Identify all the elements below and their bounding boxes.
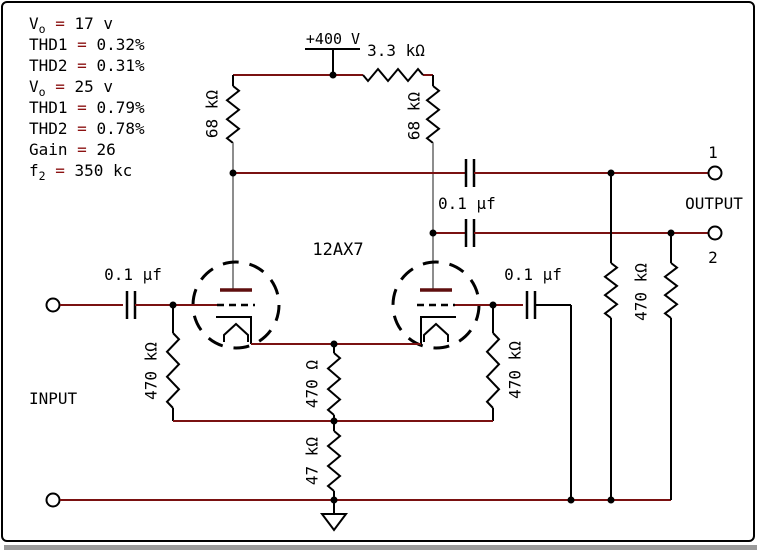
stat-line: THD2 = 0.78% (29, 119, 145, 138)
resistor-470-cathode: 470 Ω (303, 344, 342, 421)
junction-dot (429, 229, 437, 237)
heater-left (223, 322, 249, 342)
cap-grid2 (525, 291, 537, 319)
resistor-68k-left-label: 68 kΩ (203, 90, 222, 139)
output-label: OUTPUT (685, 194, 743, 213)
supply-node: +400 V (305, 30, 360, 74)
cap-output-2 (464, 219, 476, 247)
stat-line: THD1 = 0.32% (29, 35, 145, 54)
resistor-470k-load-label: 470 kΩ (632, 263, 651, 321)
output-2-branch: 2 (433, 219, 723, 267)
output-1-number: 1 (708, 143, 718, 162)
resistor-470k-grid-left: 470 kΩ (142, 305, 181, 421)
stat-line: f2 = 350 kc (29, 161, 133, 184)
terminal-output-1 (707, 165, 723, 181)
tube-envelope-left (191, 260, 281, 350)
cap-input (125, 291, 137, 319)
junction-dot (330, 340, 338, 348)
cap-output-label: 0.1 μf (438, 194, 496, 213)
terminal-output-2 (707, 225, 723, 241)
junction-dot (607, 169, 615, 177)
cathode-left (216, 316, 252, 344)
resistor-470-cathode-label: 470 Ω (303, 360, 322, 409)
resistor-68k-right: 68 kΩ (405, 75, 441, 144)
junction-dot (229, 169, 237, 177)
resistor-47k-tail-label: 47 kΩ (303, 437, 322, 486)
resistor-470k-grid-left-label: 470 kΩ (142, 342, 161, 400)
junction-dot (489, 301, 497, 309)
cap-input-label: 0.1 μf (104, 265, 162, 284)
stat-line: Vo = 17 v (29, 14, 114, 37)
resistor-3.3k-label: 3.3 kΩ (367, 41, 425, 60)
input-branch: 0.1 μf (45, 265, 217, 319)
terminal-input-return (45, 492, 61, 508)
ground-symbol (320, 500, 348, 532)
junction-dot (169, 301, 177, 309)
resistor-470k-grid-right-label: 470 kΩ (506, 341, 525, 399)
stat-line: Vo = 25 v (29, 77, 114, 100)
resistor-470k-load-2 (663, 233, 679, 500)
terminal-input (45, 297, 61, 313)
cap-grid2-label: 0.1 μf (504, 265, 562, 284)
input-label: INPUT (29, 389, 78, 408)
resistor-470k-load-1 (603, 173, 619, 500)
resistor-470k-grid-right: 470 kΩ (485, 305, 525, 421)
schematic-canvas: +400 V 3.3 kΩ 68 kΩ 68 kΩ (29, 30, 743, 532)
ground-triangle-icon (320, 513, 348, 532)
cap-grid2-branch: 0.1 μf (455, 265, 572, 500)
stat-line: Gain = 26 (29, 140, 116, 159)
ground-rail (45, 492, 671, 508)
stat-line: THD1 = 0.79% (29, 98, 145, 117)
output-2-number: 2 (708, 248, 718, 267)
tube-type-label: 12AX7 (312, 240, 363, 260)
supply-label: +400 V (306, 30, 360, 48)
resistor-68k-right-label: 68 kΩ (405, 92, 424, 141)
junction-dot (567, 496, 575, 504)
triode-left (191, 260, 281, 350)
output-1-branch: 1 (233, 143, 723, 187)
resistor-47k-tail: 47 kΩ (303, 421, 342, 500)
stat-line: THD2 = 0.31% (29, 56, 145, 75)
junction-dot (329, 71, 337, 79)
cap-output-1 (464, 159, 476, 187)
junction-dot (330, 417, 338, 425)
junction-dot (330, 496, 338, 504)
resistor-3.3k-supply: 3.3 kΩ (362, 41, 425, 83)
junction-dot (607, 496, 615, 504)
cathode-right (420, 316, 456, 344)
heater-right (423, 322, 449, 342)
junction-dots (169, 71, 675, 504)
frame-shadow-bottom (4, 545, 757, 550)
junction-dot (667, 229, 675, 237)
resistor-68k-left: 68 kΩ (203, 75, 241, 144)
